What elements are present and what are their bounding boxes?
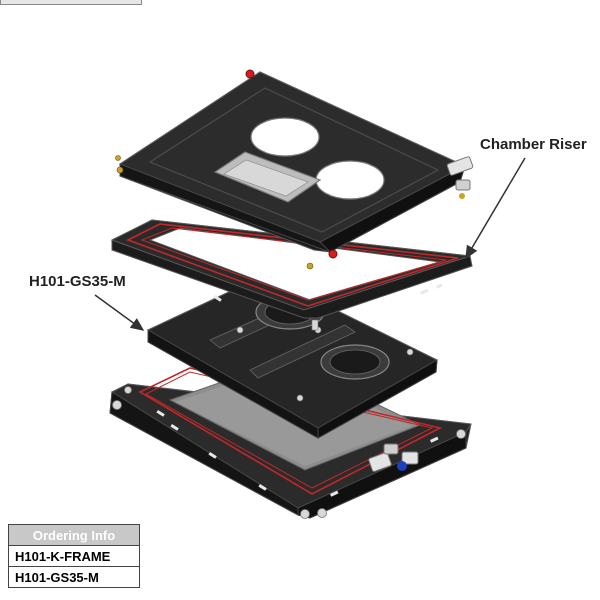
top-lid: [115, 69, 474, 270]
gs35-insert: [146, 274, 439, 439]
ordering-item-k-frame: H101-K-FRAME: [8, 545, 140, 567]
lid-fitting: [446, 156, 474, 199]
gs35-arrow: [94, 294, 145, 331]
lid-opening-left: [250, 117, 320, 157]
gs35-label: H101-GS35-M: [29, 273, 126, 290]
chamber-riser: [110, 219, 473, 319]
ordering-info-header: Ordering Info: [8, 524, 140, 546]
ordering-info-table: Ordering Info H101-K-FRAME H101-GS35-M: [8, 524, 140, 588]
chamber-riser-label: Chamber Riser: [480, 136, 587, 153]
cropped-top-box: [0, 0, 142, 5]
riser-gasket: [125, 223, 459, 307]
lid-opening-right: [315, 160, 385, 200]
lid-red-knob: [245, 69, 255, 79]
k-frame-gasket: [138, 367, 443, 495]
chamber-riser-arrow: [465, 157, 526, 260]
k-frame-fitting: [368, 443, 419, 472]
ordering-item-gs35: H101-GS35-M: [8, 566, 140, 588]
